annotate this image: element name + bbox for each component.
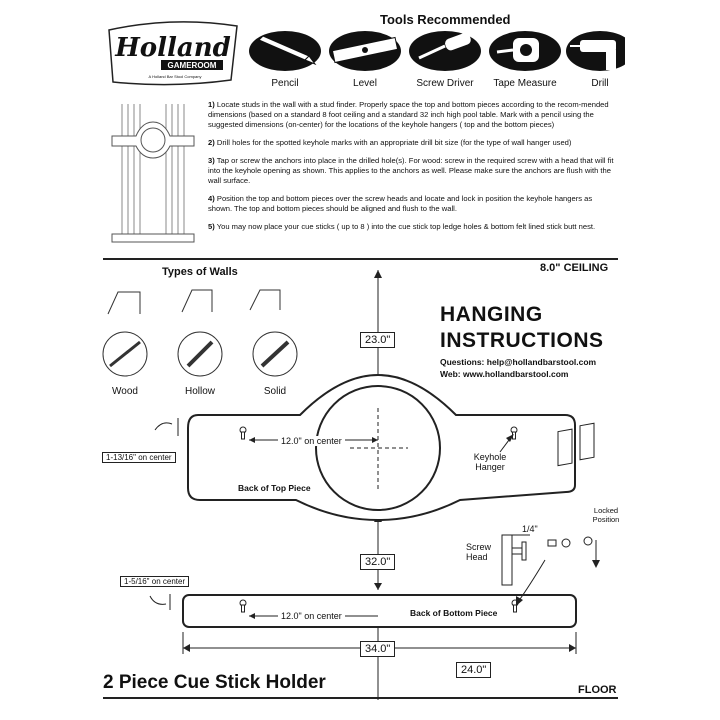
cue-rack-illustration xyxy=(111,104,195,243)
tool-label-screwdriver: Screw Driver xyxy=(416,78,474,89)
keyhole-left-top-icon xyxy=(239,426,247,440)
contact-info: Questions: help@hollandbarstool.com Web:… xyxy=(440,357,597,379)
hollow-anchor-icon xyxy=(177,331,223,377)
level-icon xyxy=(329,31,401,71)
bottom-piece-outline xyxy=(182,594,577,628)
keyhole-right-top-icon xyxy=(510,426,518,440)
dim-bottom-gap: 24.0" xyxy=(456,662,492,678)
drill-icon xyxy=(566,31,625,71)
svg-text:GAMEROOM: GAMEROOM xyxy=(168,61,217,70)
wood-anchor-icon xyxy=(102,331,148,377)
back-top-piece-label: Back of Top Piece xyxy=(238,483,311,493)
dim-width: 34.0" xyxy=(360,641,396,657)
tool-label-pencil: Pencil xyxy=(271,78,299,89)
step-5: 5) You may now place your cue sticks ( u… xyxy=(208,222,596,231)
keyhole-left-bottom-icon xyxy=(239,599,247,613)
top-on-center-label: 12.0" on center xyxy=(278,436,345,446)
hanger-plate-icon xyxy=(547,428,573,548)
tool-label-level: Level xyxy=(353,78,377,89)
svg-text:Holland: Holland xyxy=(114,33,231,63)
tools-icons-row xyxy=(249,31,625,71)
step-3: 3) Tap or screw the anchors into place i… xyxy=(208,156,614,185)
walls-title: Types of Walls xyxy=(162,266,238,278)
back-bottom-piece-label: Back of Bottom Piece xyxy=(410,608,498,618)
ceiling-line xyxy=(103,258,618,260)
screw-head-label: Screw Head xyxy=(466,542,492,562)
top-offset-label: 1-13/16" on center xyxy=(102,452,176,463)
tape-measure-icon xyxy=(489,31,561,71)
step-4: 4) Position the top and bottom pieces ov… xyxy=(208,194,593,213)
screw-detail-icon xyxy=(501,534,530,586)
step-1: 1) Locate studs in the wall with a stud … xyxy=(208,100,609,129)
ceiling-label: 8.0" CEILING xyxy=(540,262,609,274)
floor-label: FLOOR xyxy=(578,684,617,696)
holland-gameroom-logo: Holland GAMEROOM A Holland Bar Stool Com… xyxy=(108,21,238,86)
hanging-instructions-heading: HANGING INSTRUCTIONS xyxy=(440,303,604,352)
instruction-steps: 1) Locate studs in the wall with a stud … xyxy=(208,100,618,240)
tool-label-tape-measure: Tape Measure xyxy=(493,78,557,89)
bottom-on-center-label: 12.0" on center xyxy=(278,611,345,621)
screwdriver-icon xyxy=(409,31,481,71)
svg-text:A Holland Bar Stool Company: A Holland Bar Stool Company xyxy=(149,74,202,79)
wall-types-illustration xyxy=(102,289,298,377)
solid-anchor-icon xyxy=(252,331,298,377)
tool-label-drill: Drill xyxy=(591,78,609,89)
dim-middle-gap: 32.0" xyxy=(360,554,396,570)
pencil-icon xyxy=(249,31,321,71)
wall-label-solid: Solid xyxy=(263,386,287,397)
keyhole-hanger-label: Keyhole Hanger xyxy=(473,452,507,472)
dim-top-gap: 23.0" xyxy=(360,332,396,348)
floor-line xyxy=(103,697,618,699)
quarter-inch-label: 1/4" xyxy=(522,524,538,534)
tools-title: Tools Recommended xyxy=(380,12,511,27)
locked-position-icon xyxy=(579,422,600,568)
locked-position-label: Locked Position xyxy=(592,506,620,524)
page-title: 2 Piece Cue Stick Holder xyxy=(103,672,326,693)
wall-label-wood: Wood xyxy=(112,386,138,397)
bottom-offset-label: 1-5/16" on center xyxy=(120,576,190,587)
step-2: 2) Drill holes for the spotted keyhole m… xyxy=(208,138,572,147)
wall-label-hollow: Hollow xyxy=(184,386,215,397)
keyhole-right-bottom-icon xyxy=(511,599,519,613)
